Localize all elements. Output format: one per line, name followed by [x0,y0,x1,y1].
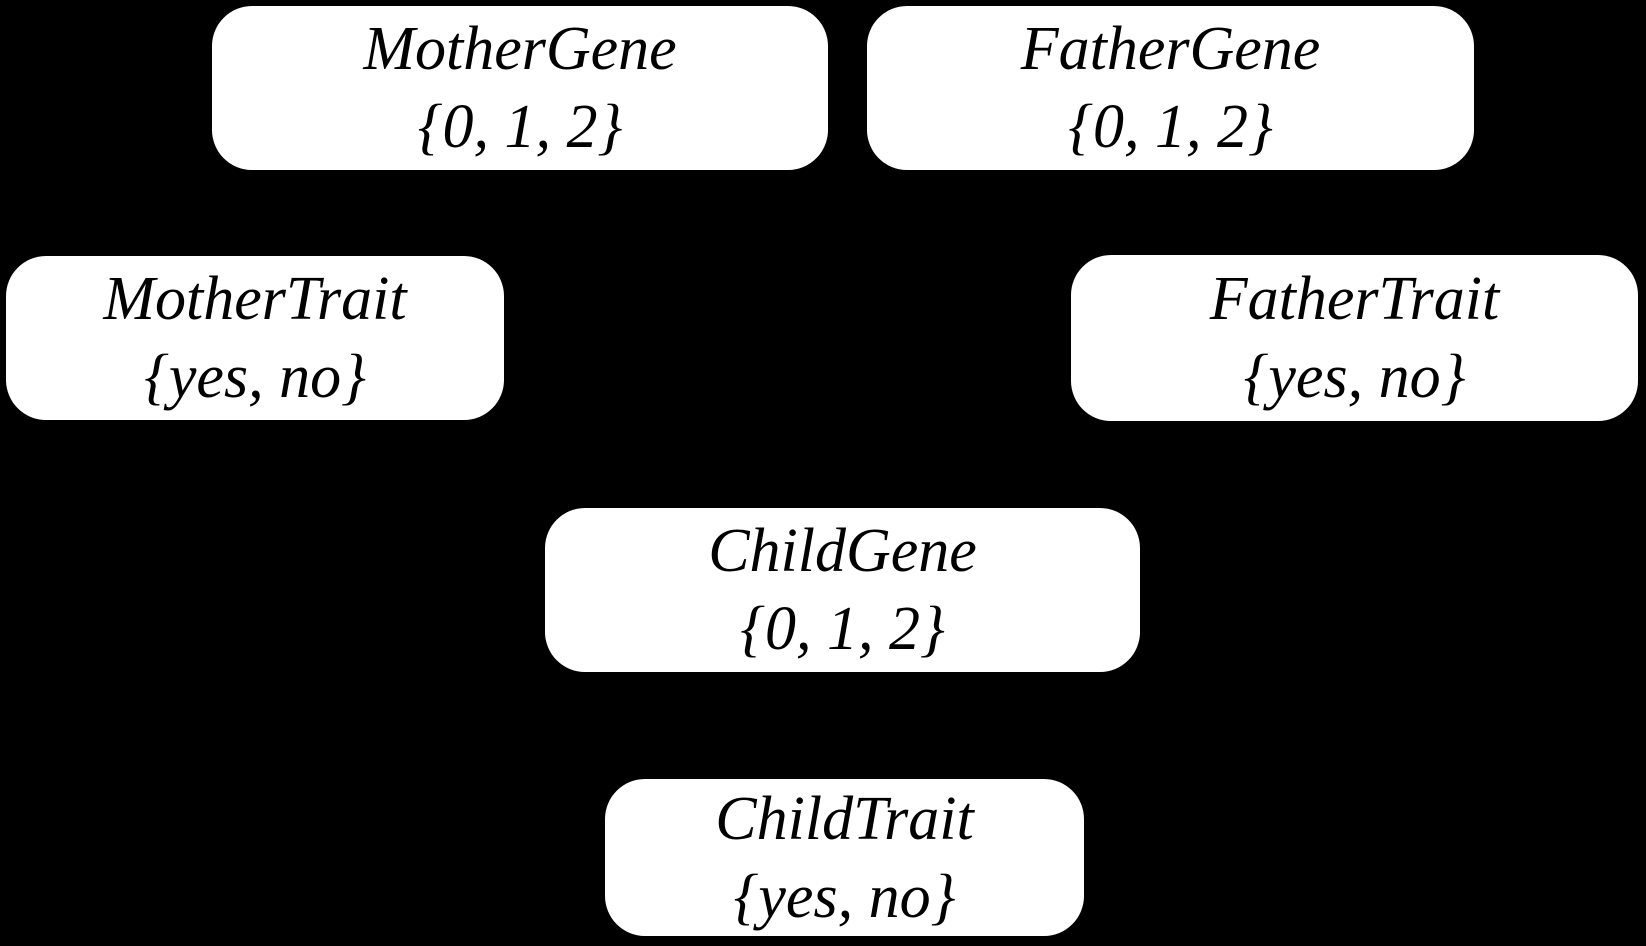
node-father-gene-label: FatherGene [1020,15,1321,83]
node-father-trait: FatherTrait {yes, no} [1071,255,1638,421]
node-mother-trait-domain: {yes, no} [144,343,366,411]
node-father-gene: FatherGene {0, 1, 2} [867,6,1474,170]
node-father-trait-domain: {yes, no} [1243,343,1466,411]
node-mother-gene-domain: {0, 1, 2} [417,93,623,161]
node-child-gene: ChildGene {0, 1, 2} [545,508,1140,672]
node-mother-gene-label: MotherGene [363,15,677,83]
node-child-gene-domain: {0, 1, 2} [740,595,945,663]
node-mother-trait: MotherTrait {yes, no} [6,256,504,420]
node-child-gene-label: ChildGene [708,517,977,585]
node-mother-trait-label: MotherTrait [103,265,407,333]
node-child-trait-label: ChildTrait [715,784,974,853]
node-father-trait-label: FatherTrait [1209,265,1500,333]
node-father-gene-domain: {0, 1, 2} [1068,93,1273,161]
node-child-trait: ChildTrait {yes, no} [605,779,1084,936]
node-child-trait-domain: {yes, no} [733,862,956,931]
node-mother-gene: MotherGene {0, 1, 2} [212,6,828,170]
